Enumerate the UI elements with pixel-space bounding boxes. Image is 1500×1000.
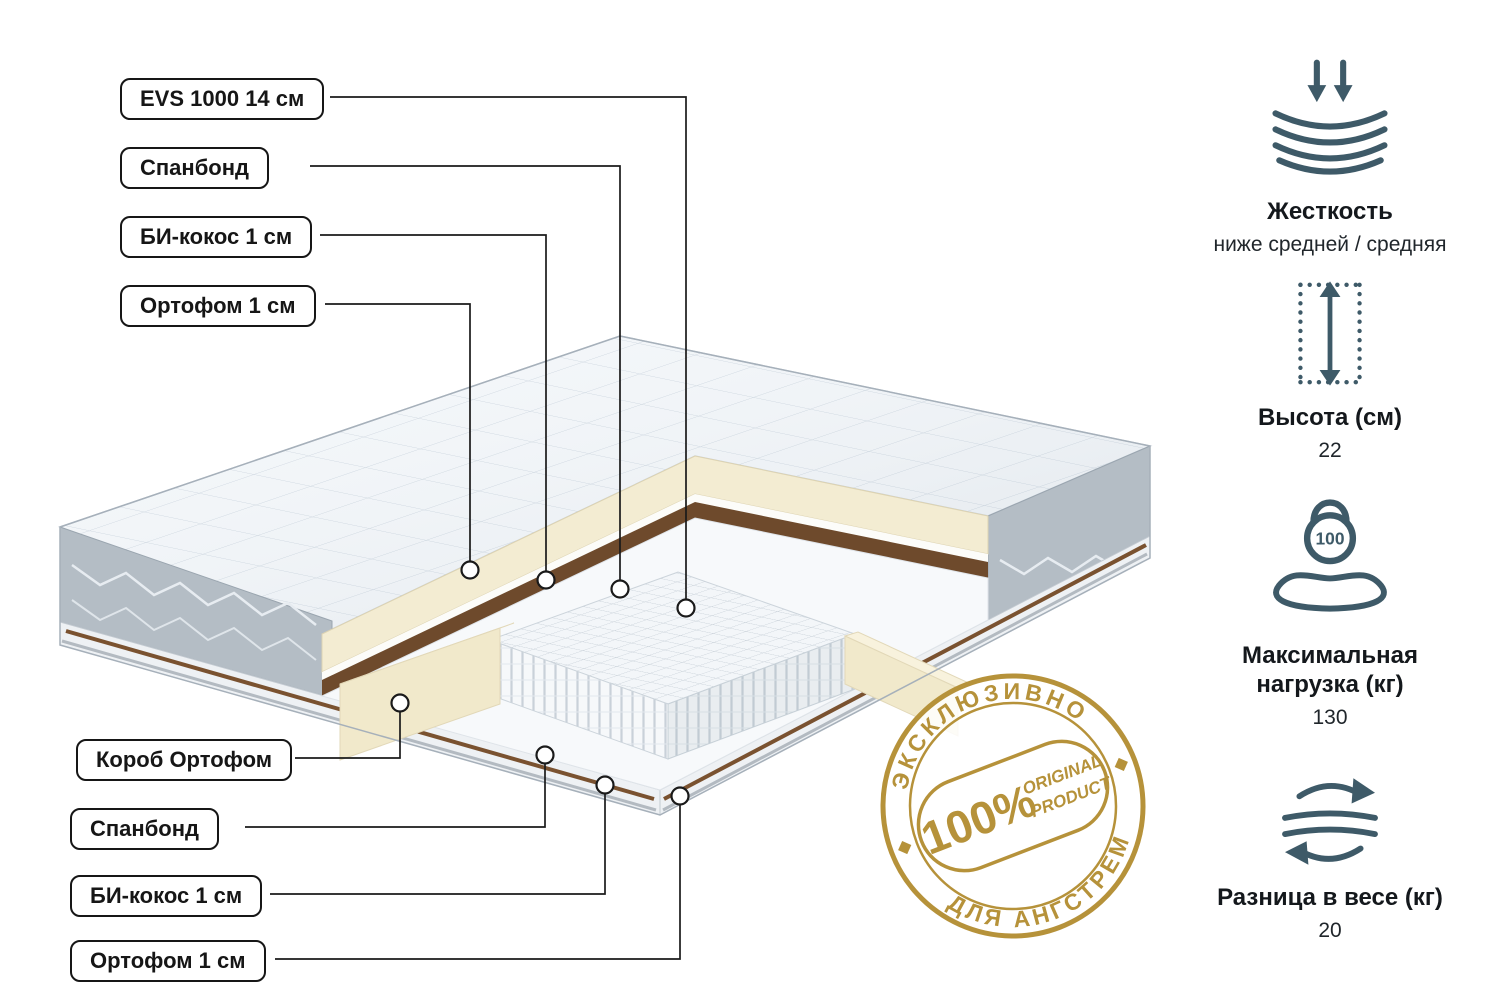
callout-line-spunbond-bottom (245, 755, 546, 828)
spec-max-load: 100 Максимальная нагрузка (кг) 130 (1202, 480, 1458, 731)
spec-max-load-label: Максимальная нагрузка (кг) (1241, 642, 1419, 698)
callout-line-orthofoam-bottom (275, 796, 681, 960)
spec-hardness-value: ниже средней / средняя (1213, 232, 1447, 256)
callout-marker-orthofoam-top (460, 560, 480, 580)
weight-difference-icon (1202, 768, 1458, 874)
quilted-top-shading (60, 336, 1150, 634)
spec-weight-difference-value: 20 (1318, 918, 1342, 942)
spring-block-front-right-shade (668, 634, 855, 759)
kettlebell-number: 100 (1316, 528, 1345, 548)
callout-foam-box: Короб Ортофом (76, 739, 293, 782)
stamp-inner-ring (908, 701, 1118, 911)
callout-line-foam-box (295, 703, 401, 759)
callout-spunbond-bottom: Спанбонд (70, 808, 219, 851)
callout-orthofoam-top: Ортофом 1 см (120, 285, 316, 328)
spec-height: Высота (см) 22 (1202, 272, 1458, 464)
callout-marker-spunbond-bottom (535, 745, 555, 765)
callout-coconut-bottom: БИ-кокос 1 см (70, 875, 263, 918)
spec-hardness: Жесткость ниже средней / средняя (1202, 50, 1458, 258)
callout-line-evs (330, 96, 687, 608)
left-side-zigzag-stitch (71, 563, 317, 626)
callout-evs-layer: EVS 1000 14 см (120, 78, 325, 121)
spec-hardness-label: Жесткость (1267, 198, 1393, 225)
callout-coconut-top: БИ-кокос 1 см (120, 216, 313, 259)
left-side-zigzag-stitch-2 (71, 599, 317, 661)
callout-line-coconut-top (320, 234, 547, 580)
callout-marker-orthofoam-bottom (670, 786, 690, 806)
mattress-illustration (57, 335, 1153, 816)
callout-lines (245, 96, 687, 960)
stamp-stadium-outline (916, 739, 1110, 873)
spec-height-label: Высота (см) (1257, 404, 1403, 431)
stamp-right-diamond-icon (1114, 757, 1128, 772)
callout-line-spunbond-top (310, 165, 621, 589)
callout-marker-foam-box (390, 693, 410, 713)
spec-weight-difference-label: Разница в весе (кг) (1217, 884, 1443, 911)
height-icon (1202, 272, 1458, 394)
callout-line-coconut-bottom (270, 785, 606, 895)
callout-marker-spunbond-top (610, 579, 630, 599)
stamp-left-diamond-icon (898, 840, 912, 855)
callout-marker-coconut-top (536, 570, 556, 590)
kettlebell-load-icon: 100 (1202, 480, 1458, 632)
callout-orthofoam-bottom: Ортофом 1 см (70, 940, 266, 983)
pressure-softness-icon (1202, 50, 1458, 188)
callout-markers (390, 560, 696, 806)
spec-max-load-value: 130 (1312, 705, 1348, 729)
callout-marker-evs (676, 598, 696, 618)
foam-box-left-wall (339, 627, 501, 761)
authenticity-stamp: ЭКСКЛЮЗИВНО ДЛЯ АНГСТРЕМ 100% ORIGINAL P… (863, 646, 1154, 960)
callout-marker-coconut-bottom (595, 775, 615, 795)
callout-spunbond-top: Спанбонд (120, 147, 269, 190)
spec-weight-difference: Разница в весе (кг) 20 (1202, 768, 1458, 944)
callout-line-orthofoam-top (325, 303, 471, 570)
stamp-outer-ring (880, 673, 1146, 939)
spec-height-value: 22 (1318, 438, 1342, 462)
